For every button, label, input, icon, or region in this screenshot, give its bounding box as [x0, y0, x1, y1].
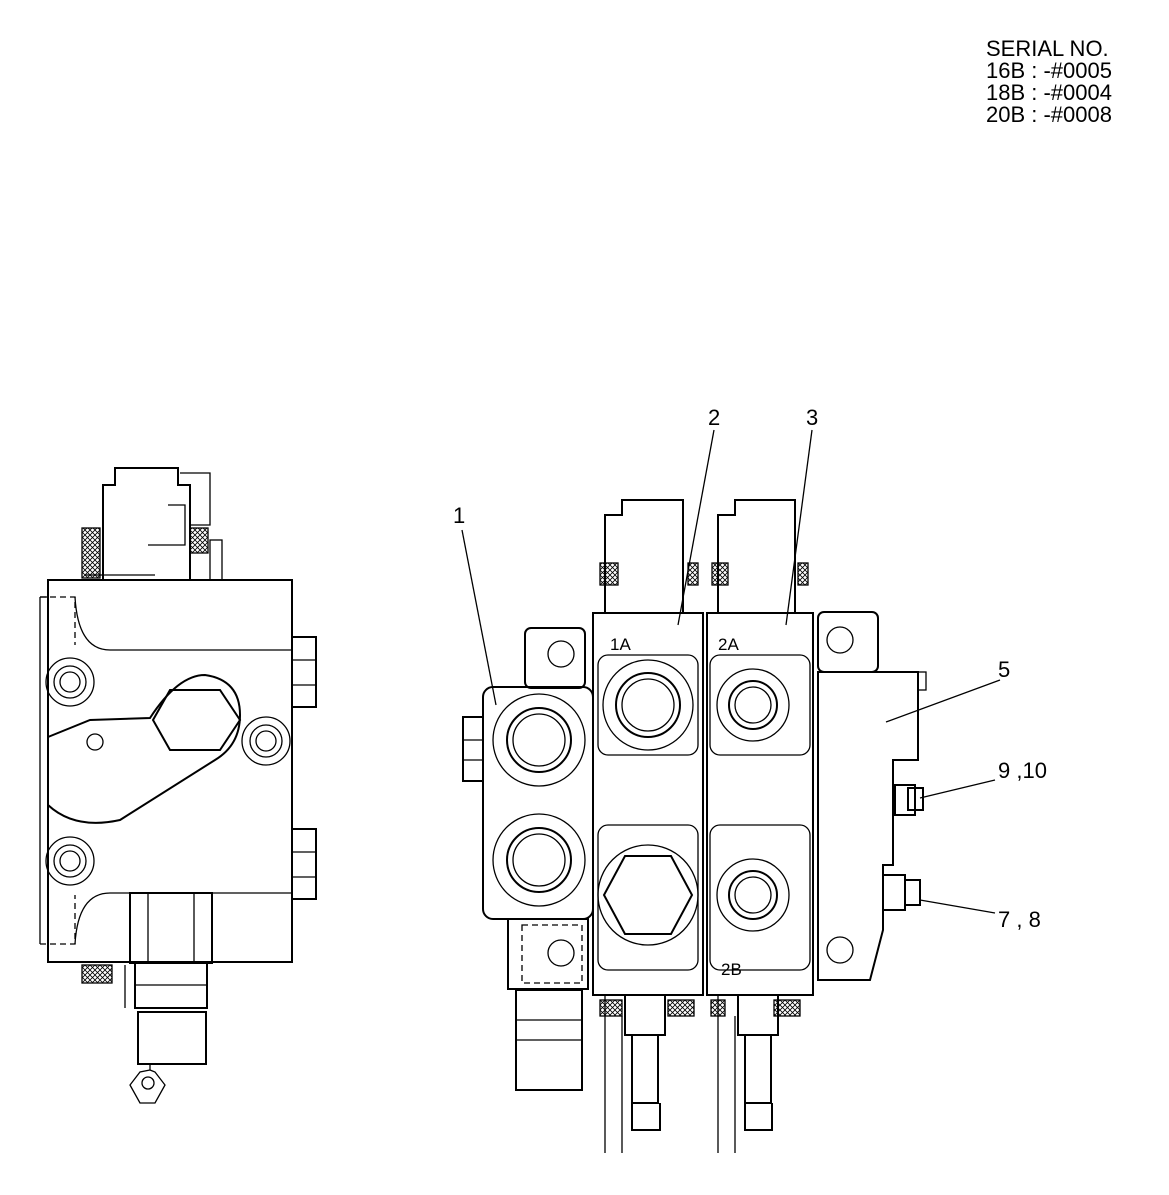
side-view: [39, 467, 317, 1104]
port-label-2a: 2A: [718, 635, 739, 654]
callout-7-8: 7 , 8: [998, 907, 1041, 932]
leader-lines: [461, 429, 1001, 914]
callout-3: 3: [806, 405, 818, 430]
port-label-2b: 2B: [721, 960, 742, 979]
callout-1: 1: [453, 503, 465, 528]
serial-number-block: SERIAL NO. 16B : -#0005 18B : -#0004 20B…: [986, 38, 1112, 126]
front-view: [462, 499, 927, 1153]
callout-2: 2: [708, 405, 720, 430]
serial-line-20b: 20B : -#0008: [986, 102, 1112, 127]
serial-heading: SERIAL NO.: [986, 36, 1109, 61]
callout-9-10: 9 ,10: [998, 758, 1047, 783]
port-label-1a: 1A: [610, 635, 631, 654]
callout-5: 5: [998, 657, 1010, 682]
serial-line-18b: 18B : -#0004: [986, 80, 1112, 105]
serial-line-16b: 16B : -#0005: [986, 58, 1112, 83]
